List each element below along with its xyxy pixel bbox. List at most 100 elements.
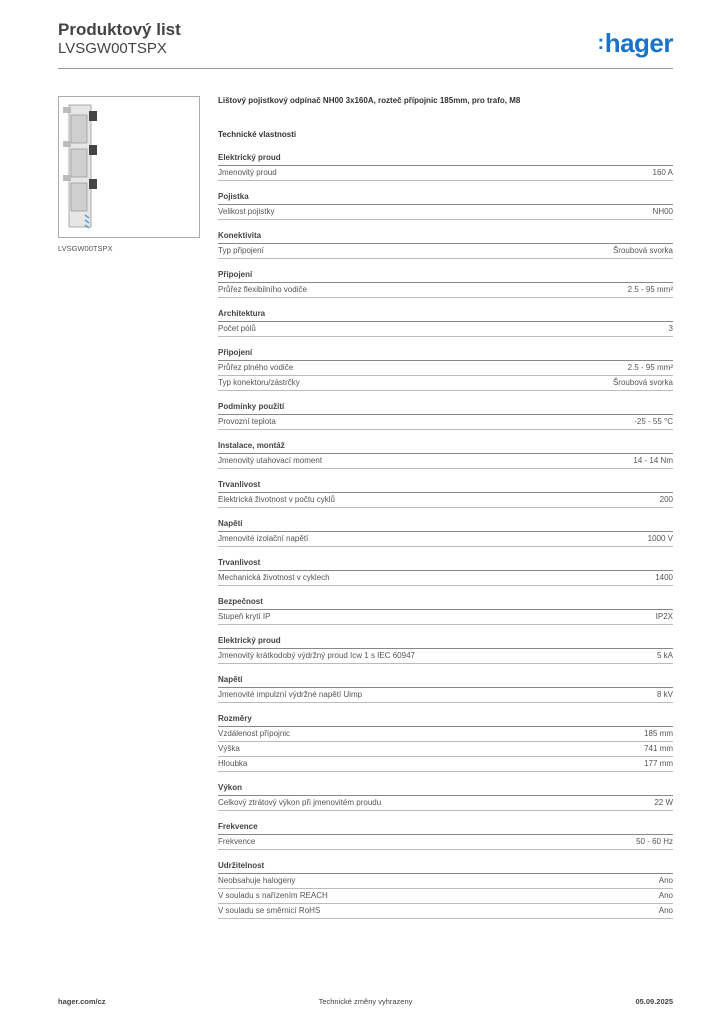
tech-heading: Technické vlastnosti [218,130,297,139]
spec-value: 200 [659,495,673,504]
spec-row: Provozní teplota -25 - 55 °C [218,415,673,430]
spec-value: 160 A [652,168,673,177]
spec-row: V souladu se směrnicí RoHS Ano [218,904,673,919]
group-spacer [218,337,673,347]
group-spacer [218,772,673,782]
spec-label: Průřez plného vodiče [218,363,294,372]
spec-label: Typ konektoru/zástrčky [218,378,300,387]
spec-value: NH00 [652,207,673,216]
spec-value: 8 kV [656,690,673,699]
spec-row: Průřez flexibilního vodiče 2.5 - 95 mm² [218,283,673,298]
page-header: Produktový list LVSGW00TSPX :hager [58,20,674,70]
spec-value: -25 - 55 °C [634,417,673,426]
group-spacer [218,469,673,479]
spec-value: Šroubová svorka [612,378,673,387]
group-spacer [218,586,673,596]
spec-label: Hloubka [218,759,248,768]
spec-label: Jmenovitý proud [218,168,277,177]
spec-group-title: Architektura [218,308,673,322]
spec-label: Frekvence [218,837,256,846]
spec-row: Celkový ztrátový výkon při jmenovitém pr… [218,796,673,811]
spec-group-title: Elektrický proud [218,152,673,166]
spec-label: Počet pólů [218,324,256,333]
spec-row: Počet pólů 3 [218,322,673,337]
logo-dots-icon: : [597,32,605,54]
spec-row: Hloubka 177 mm [218,757,673,772]
logo-text: hager [604,28,674,58]
product-image [58,96,200,238]
spec-row: Typ konektoru/zástrčky Šroubová svorka [218,376,673,391]
spec-label: Jmenovité impulzní výdržné napětí Uimp [218,690,363,699]
spec-row: Mechanická životnost v cyklech 1400 [218,571,673,586]
spec-value: 22 W [654,798,673,807]
spec-value: 1400 [655,573,673,582]
group-spacer [218,664,673,674]
page-title: Produktový list [58,20,181,39]
spec-value: 185 mm [644,729,673,738]
spec-value: 177 mm [644,759,673,768]
group-spacer [218,181,673,191]
footer-date: 05.09.2025 [635,997,673,1006]
group-spacer [218,811,673,821]
spec-group-title: Pojistka [218,191,673,205]
spec-group-title: Trvanlivost [218,557,673,571]
spec-group-title: Rozměry [218,713,673,727]
group-spacer [218,919,673,929]
group-spacer [218,220,673,230]
header-divider [58,68,673,69]
fuse-switch-icon [63,104,97,229]
spec-label: Jmenovitý krátkodobý výdržný proud Icw 1… [218,651,415,660]
spec-value: 3 [668,324,673,333]
footer-website[interactable]: hager.com/cz [58,997,106,1006]
group-spacer [218,298,673,308]
spec-row: Jmenovitý proud 160 A [218,166,673,181]
spec-group-title: Instalace, montáž [218,440,673,454]
spec-label: Provozní teplota [218,417,276,426]
spec-label: V souladu s nařízením REACH [218,891,328,900]
group-spacer [218,508,673,518]
spec-label: Elektrická životnost v počtu cyklů [218,495,335,504]
spec-value: 2.5 - 95 mm² [627,363,673,372]
group-spacer [218,547,673,557]
spec-value: Šroubová svorka [612,246,673,255]
spec-row: Jmenovitý krátkodobý výdržný proud Icw 1… [218,649,673,664]
spec-group-title: Napětí [218,674,673,688]
spec-value: Ano [658,906,673,915]
spec-group-title: Bezpečnost [218,596,673,610]
spec-label: Mechanická životnost v cyklech [218,573,330,582]
hager-logo: :hager [597,28,674,59]
spec-label: Velikost pojistky [218,207,275,216]
spec-row: Velikost pojistky NH00 [218,205,673,220]
group-spacer [218,703,673,713]
spec-label: Celkový ztrátový výkon při jmenovitém pr… [218,798,382,807]
spec-group-title: Připojení [218,347,673,361]
spec-group-title: Elektrický proud [218,635,673,649]
spec-value: Ano [658,876,673,885]
spec-row: Frekvence 50 - 60 Hz [218,835,673,850]
spec-value: 741 mm [644,744,673,753]
spec-value: 1000 V [647,534,673,543]
spec-group-title: Trvanlivost [218,479,673,493]
spec-group-title: Napětí [218,518,673,532]
group-spacer [218,259,673,269]
spec-value: 14 - 14 Nm [633,456,673,465]
group-spacer [218,850,673,860]
spec-label: Stupeň krytí IP [218,612,271,621]
spec-label: V souladu se směrnicí RoHS [218,906,321,915]
spec-row: Jmenovité izolační napětí 1000 V [218,532,673,547]
spec-value: 5 kA [656,651,673,660]
spec-label: Jmenovitý utahovací moment [218,456,323,465]
spec-value: IP2X [655,612,673,621]
spec-value: 50 - 60 Hz [636,837,673,846]
product-description: Lištový pojistkový odpínač NH00 3x160A, … [218,96,521,105]
group-spacer [218,625,673,635]
spec-label: Vzdálenost přípojnic [218,729,291,738]
spec-label: Průřez flexibilního vodiče [218,285,307,294]
footer-note: Technické změny vyhrazeny [318,997,413,1006]
spec-label: Jmenovité izolační napětí [218,534,309,543]
spec-value: 2.5 - 95 mm² [627,285,673,294]
